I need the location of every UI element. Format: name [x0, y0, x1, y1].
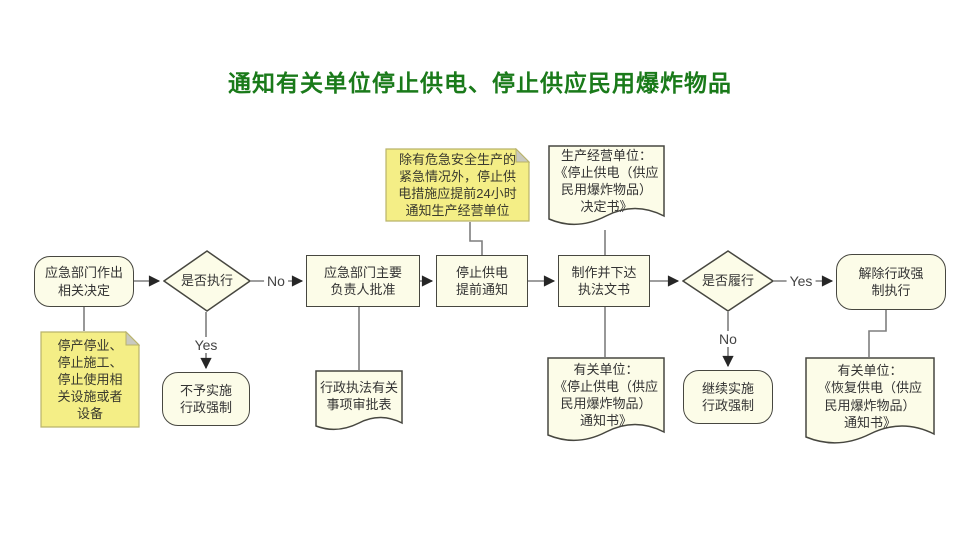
- document-stop-notice: 有关单位： 《停止供电（供应 民用爆炸物品） 通知书》: [547, 357, 665, 447]
- edge-label-comply-no: No: [716, 331, 740, 347]
- document-shape: [547, 357, 665, 441]
- flow-node-approve: 应急部门主要 负责人批准: [306, 255, 420, 307]
- flow-node-continue-enforcement-label: 继续实施 行政强制: [701, 380, 754, 413]
- edge-label-execute-yes: Yes: [191, 337, 221, 353]
- document-shape: [548, 145, 665, 225]
- flow-node-continue-enforcement: 继续实施 行政强制: [683, 370, 773, 424]
- flow-decision-execute: 是否执行: [163, 250, 251, 312]
- flow-node-advance-notify-label: 停止供电 提前通知: [455, 264, 508, 297]
- flow-node-no-enforcement: 不予实施 行政强制: [162, 372, 250, 426]
- sticky-note-shape: [385, 148, 530, 222]
- flow-decision-comply: 是否履行: [682, 250, 774, 312]
- edge-label-comply-yes: Yes: [786, 273, 816, 289]
- document-shape: [315, 370, 403, 431]
- flow-node-advance-notify: 停止供电 提前通知: [436, 255, 528, 307]
- diamond-shape: [163, 250, 251, 312]
- flow-node-approve-label: 应急部门主要 负责人批准: [323, 264, 402, 297]
- sticky-note-advance-notice-text: 除有危急安全生产的 紧急情况外，停止供 电措施应提前24小时 通知生产经营单位: [398, 151, 517, 219]
- flow-decision-execute-label: 是否执行: [180, 273, 233, 289]
- document-shape: [805, 357, 935, 444]
- flow-node-issue-document-label: 制作并下达 执法文书: [571, 264, 637, 297]
- flow-node-release-enforcement: 解除行政强 制执行: [836, 254, 946, 310]
- diamond-shape: [682, 250, 774, 312]
- flow-decision-comply-label: 是否履行: [701, 273, 754, 289]
- document-decision-letter-text: 生产经营单位： 《停止供电（供应 民用爆炸物品） 决定书》: [554, 147, 659, 215]
- flow-node-start-label: 应急部门作出 相关决定: [44, 265, 123, 298]
- document-approval-form: 行政执法有关 事项审批表: [315, 370, 403, 436]
- connector-note-to-notify: [469, 222, 483, 255]
- document-stop-notice-text: 有关单位： 《停止供电（供应 民用爆炸物品） 通知书》: [553, 361, 658, 429]
- document-approval-form-text: 行政执法有关 事项审批表: [319, 379, 398, 412]
- sticky-note-shape: [40, 331, 140, 428]
- document-decision-letter: 生产经营单位： 《停止供电（供应 民用爆炸物品） 决定书》: [548, 145, 665, 231]
- flow-node-no-enforcement-label: 不予实施 行政强制: [179, 382, 232, 415]
- edge-label-execute-no: No: [264, 273, 288, 289]
- sticky-note-decision-scope-text: 停产停业、 停止施工、 停止使用相 关设施或者 设备: [57, 337, 123, 422]
- sticky-note-decision-scope: 停产停业、 停止施工、 停止使用相 关设施或者 设备: [40, 331, 140, 428]
- document-resume-notice-text: 有关单位： 《恢复供电（供应 民用爆炸物品） 通知书》: [817, 363, 922, 430]
- flow-node-issue-document: 制作并下达 执法文书: [558, 255, 650, 307]
- document-resume-notice: 有关单位： 《恢复供电（供应 民用爆炸物品） 通知书》: [805, 357, 935, 450]
- flow-node-start: 应急部门作出 相关决定: [34, 256, 134, 307]
- sticky-note-advance-notice: 除有危急安全生产的 紧急情况外，停止供 电措施应提前24小时 通知生产经营单位: [385, 148, 530, 222]
- connector-release-to-resume-notice: [868, 310, 887, 357]
- diagram-title: 通知有关单位停止供电、停止供应民用爆炸物品: [228, 70, 732, 96]
- flow-node-release-enforcement-label: 解除行政强 制执行: [858, 265, 924, 298]
